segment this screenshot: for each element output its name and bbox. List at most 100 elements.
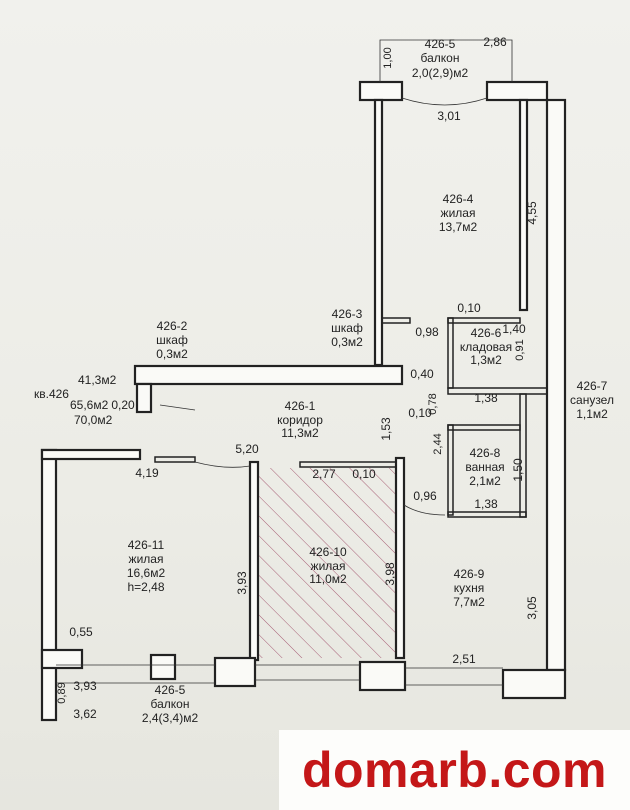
room-426-5-bottom: 426-5 балкон 2,4(3,4)м2 [142,683,199,725]
wall-bottom-segment-1 [213,656,257,688]
room-id: 426-8 [470,446,501,460]
door-arc-room4 [401,97,488,106]
dim-label: 3,05 [525,596,539,620]
wall-storage-left [447,317,454,389]
room-id: 426-4 [443,192,474,206]
wall-toilet-divider [447,387,548,395]
room-name: шкаф [156,333,188,347]
room-name: жилая [129,552,164,566]
wall-bath-top [447,424,521,431]
room-name: санузел [570,393,614,407]
room-426-1: 426-1 коридор 11,3м2 [277,399,323,440]
dim-label: 0,40 [410,367,434,381]
wall-top-pier-right [485,80,549,102]
dim-label: 1,53 [379,417,393,441]
room-area: 1,1м2 [576,407,608,421]
room-area: 2,4(3,4)м2 [142,711,199,725]
apartment-number: кв.426 [34,387,69,401]
apartment-area-full: 70,0м2 [74,413,113,427]
door-arc-room11 [194,461,251,468]
room-name: шкаф [331,321,363,335]
room-id: 426-10 [309,545,347,559]
dim-label: 1,50 [511,458,525,482]
room-area: 11,0м2 [309,572,347,586]
dim-label: 0,10 [457,301,481,315]
dim-label: 3,93 [73,679,97,693]
room-426-9: 426-9 кухня 7,7м2 [453,567,485,609]
dim-label: 5,20 [235,442,259,456]
room-id: 426-2 [157,319,188,333]
room-id: 426-9 [454,567,485,581]
wall-bottom-segment-2 [358,660,407,692]
room-426-10: 426-10 жилая 11,0м2 [309,545,347,586]
room-area: 16,6м2 [127,566,166,580]
room-id: 426-6 [471,326,502,340]
apartment-area-living: 41,3м2 [78,373,117,387]
dim-label: 2,86 [483,35,507,49]
room-area: 1,3м2 [470,353,502,367]
dim-label: 0,78 [427,393,439,414]
wall-room11-top-right [154,456,196,463]
room-area: 7,7м2 [453,595,485,609]
room-426-3: 426-3 шкаф 0,3м2 [331,307,363,349]
room-426-8: 426-8 ванная 2,1м2 [465,446,504,488]
room-area: 2,1м2 [469,474,501,488]
room-426-10-hatch [258,468,400,658]
dim-label: 4,19 [135,466,159,480]
dim-label: 2,77 [312,467,336,481]
door-arc-kitchen [403,504,446,516]
room-area: 0,3м2 [156,347,188,361]
room-426-11: 426-11 жилая 16,6м2 h=2,48 [127,538,166,594]
wall-bath-bottom [447,511,527,518]
wall-bath-left [447,424,454,516]
dim-label: 0,10 [408,406,432,420]
wall-room10-top [299,461,397,468]
room-426-5-top: 426-5 балкон 2,0(2,9)м2 [412,37,469,80]
dim-label: 3,62 [73,707,97,721]
wall-top-pier-left [358,80,404,102]
wall-balcony-left-end [40,648,84,670]
room-name: балкон [421,51,460,65]
top-balcony-outline [379,39,513,82]
wall-left-exterior [40,448,58,722]
dim-label: 2,51 [452,652,476,666]
room-id: 426-1 [285,399,316,413]
wall-room4-left [373,98,384,367]
dim-label: 3,01 [437,109,461,123]
room-area: 2,0(2,9)м2 [412,66,469,80]
dim-label: 1,00 [382,47,394,68]
dim-label: 0,89 [56,682,68,703]
room-id: 426-3 [332,307,363,321]
room-area: 11,3м2 [281,426,319,440]
room-area: 0,3м2 [331,335,363,349]
bottom-balcony-outline [56,664,503,686]
dim-label: 1,40 [502,322,526,336]
room-id: 426-5 [425,37,456,51]
room-name: балкон [151,697,190,711]
wall-room10-right [394,456,406,660]
room-426-2: 426-2 шкаф 0,3м2 [156,319,188,361]
room-426-4: 426-4 жилая 13,7м2 [439,192,478,234]
watermark-text: domarb.com [301,742,608,798]
room-426-6: 426-6 кладовая 1,3м2 [460,326,512,367]
dim-label: 4,55 [525,201,539,225]
dim-label: 1,38 [474,497,498,511]
wall-corridor-top [133,364,404,386]
room-id: 426-11 [128,538,165,552]
wall-room4-right [518,98,529,312]
dim-label: 2,44 [432,433,444,454]
room-name: коридор [277,413,323,427]
wall-room10-left [248,460,260,662]
room-name: кладовая [460,340,512,354]
dimensions: 1,00 2,86 3,01 4,55 0,10 0,98 1,40 0,91 … [56,35,539,721]
dim-label: 0,10 [352,467,376,481]
room-id: 426-5 [155,683,186,697]
wall-corridor-left-stub [135,382,153,414]
wall-bottom-segment-3 [501,668,567,700]
room-name: кухня [454,581,485,595]
door-arc-corridor [159,404,196,411]
room-name: ванная [465,460,504,474]
room-name: жилая [311,559,346,573]
wall-right-exterior [545,98,567,672]
